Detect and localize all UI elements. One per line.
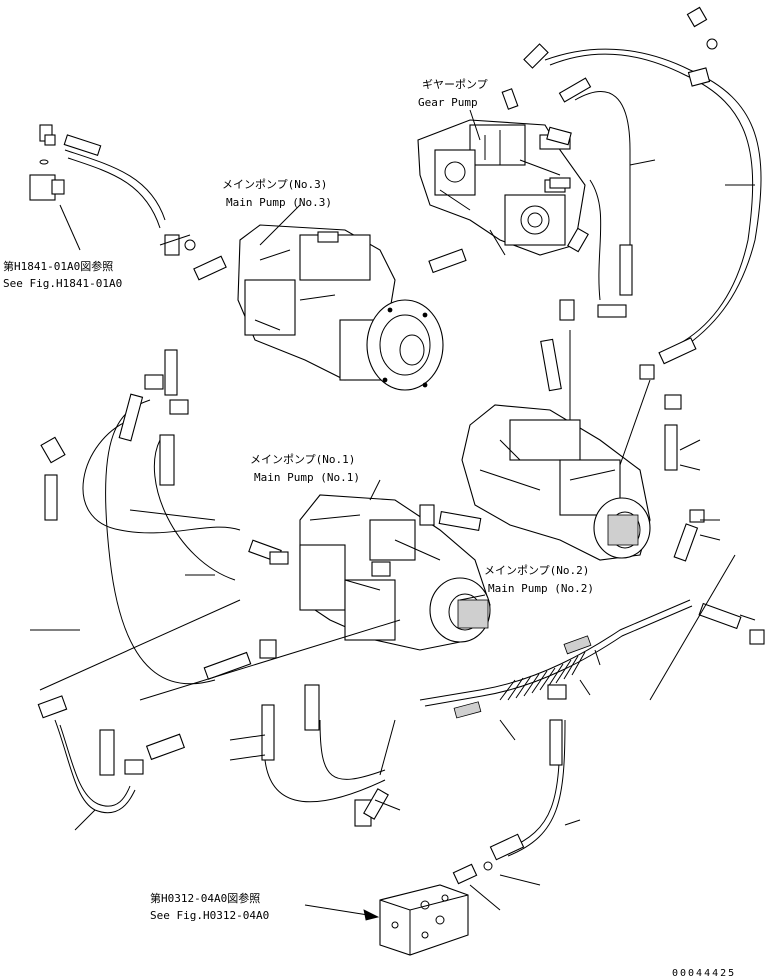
reference-arrow xyxy=(304,904,380,921)
main-pump-no2 xyxy=(461,404,651,561)
figure-reference-1-jp: 第H1841-01A0図参照 xyxy=(3,259,113,273)
elbow-fitting-top-left xyxy=(29,124,65,201)
main-pump-no1-label-en: Main Pump (No.1) xyxy=(254,471,360,484)
figure-reference-2-en: See Fig.H0312-04A0 xyxy=(150,909,269,922)
main-pump-no1 xyxy=(299,494,491,651)
main-pump-no3-label-en: Main Pump (No.3) xyxy=(226,196,332,209)
main-pump-no3 xyxy=(237,224,444,391)
spiral-wrap xyxy=(453,635,592,719)
main-pump-no3-label-jp: メインポンプ(No.3) xyxy=(222,178,327,191)
gear-pump-label-jp: ギヤーポンプ xyxy=(422,78,488,91)
figure-reference-2-jp: 第H0312-04A0図参照 xyxy=(150,891,260,905)
figure-reference-1-en: See Fig.H1841-01A0 xyxy=(3,277,122,290)
drawing-number: 00044425 xyxy=(672,968,736,979)
part-labels: ギヤーポンプ Gear Pump メインポンプ(No.3) Main Pump … xyxy=(3,78,736,979)
hose-fittings xyxy=(37,6,765,885)
main-pump-no2-label-en: Main Pump (No.2) xyxy=(488,582,594,595)
hoses xyxy=(54,48,762,857)
gear-pump-label-en: Gear Pump xyxy=(418,96,478,109)
valve-block xyxy=(379,884,469,956)
leader-lines xyxy=(30,109,756,911)
main-pump-no1-label-jp: メインポンプ(No.1) xyxy=(250,453,355,466)
main-pump-no2-label-jp: メインポンプ(No.2) xyxy=(484,564,589,577)
